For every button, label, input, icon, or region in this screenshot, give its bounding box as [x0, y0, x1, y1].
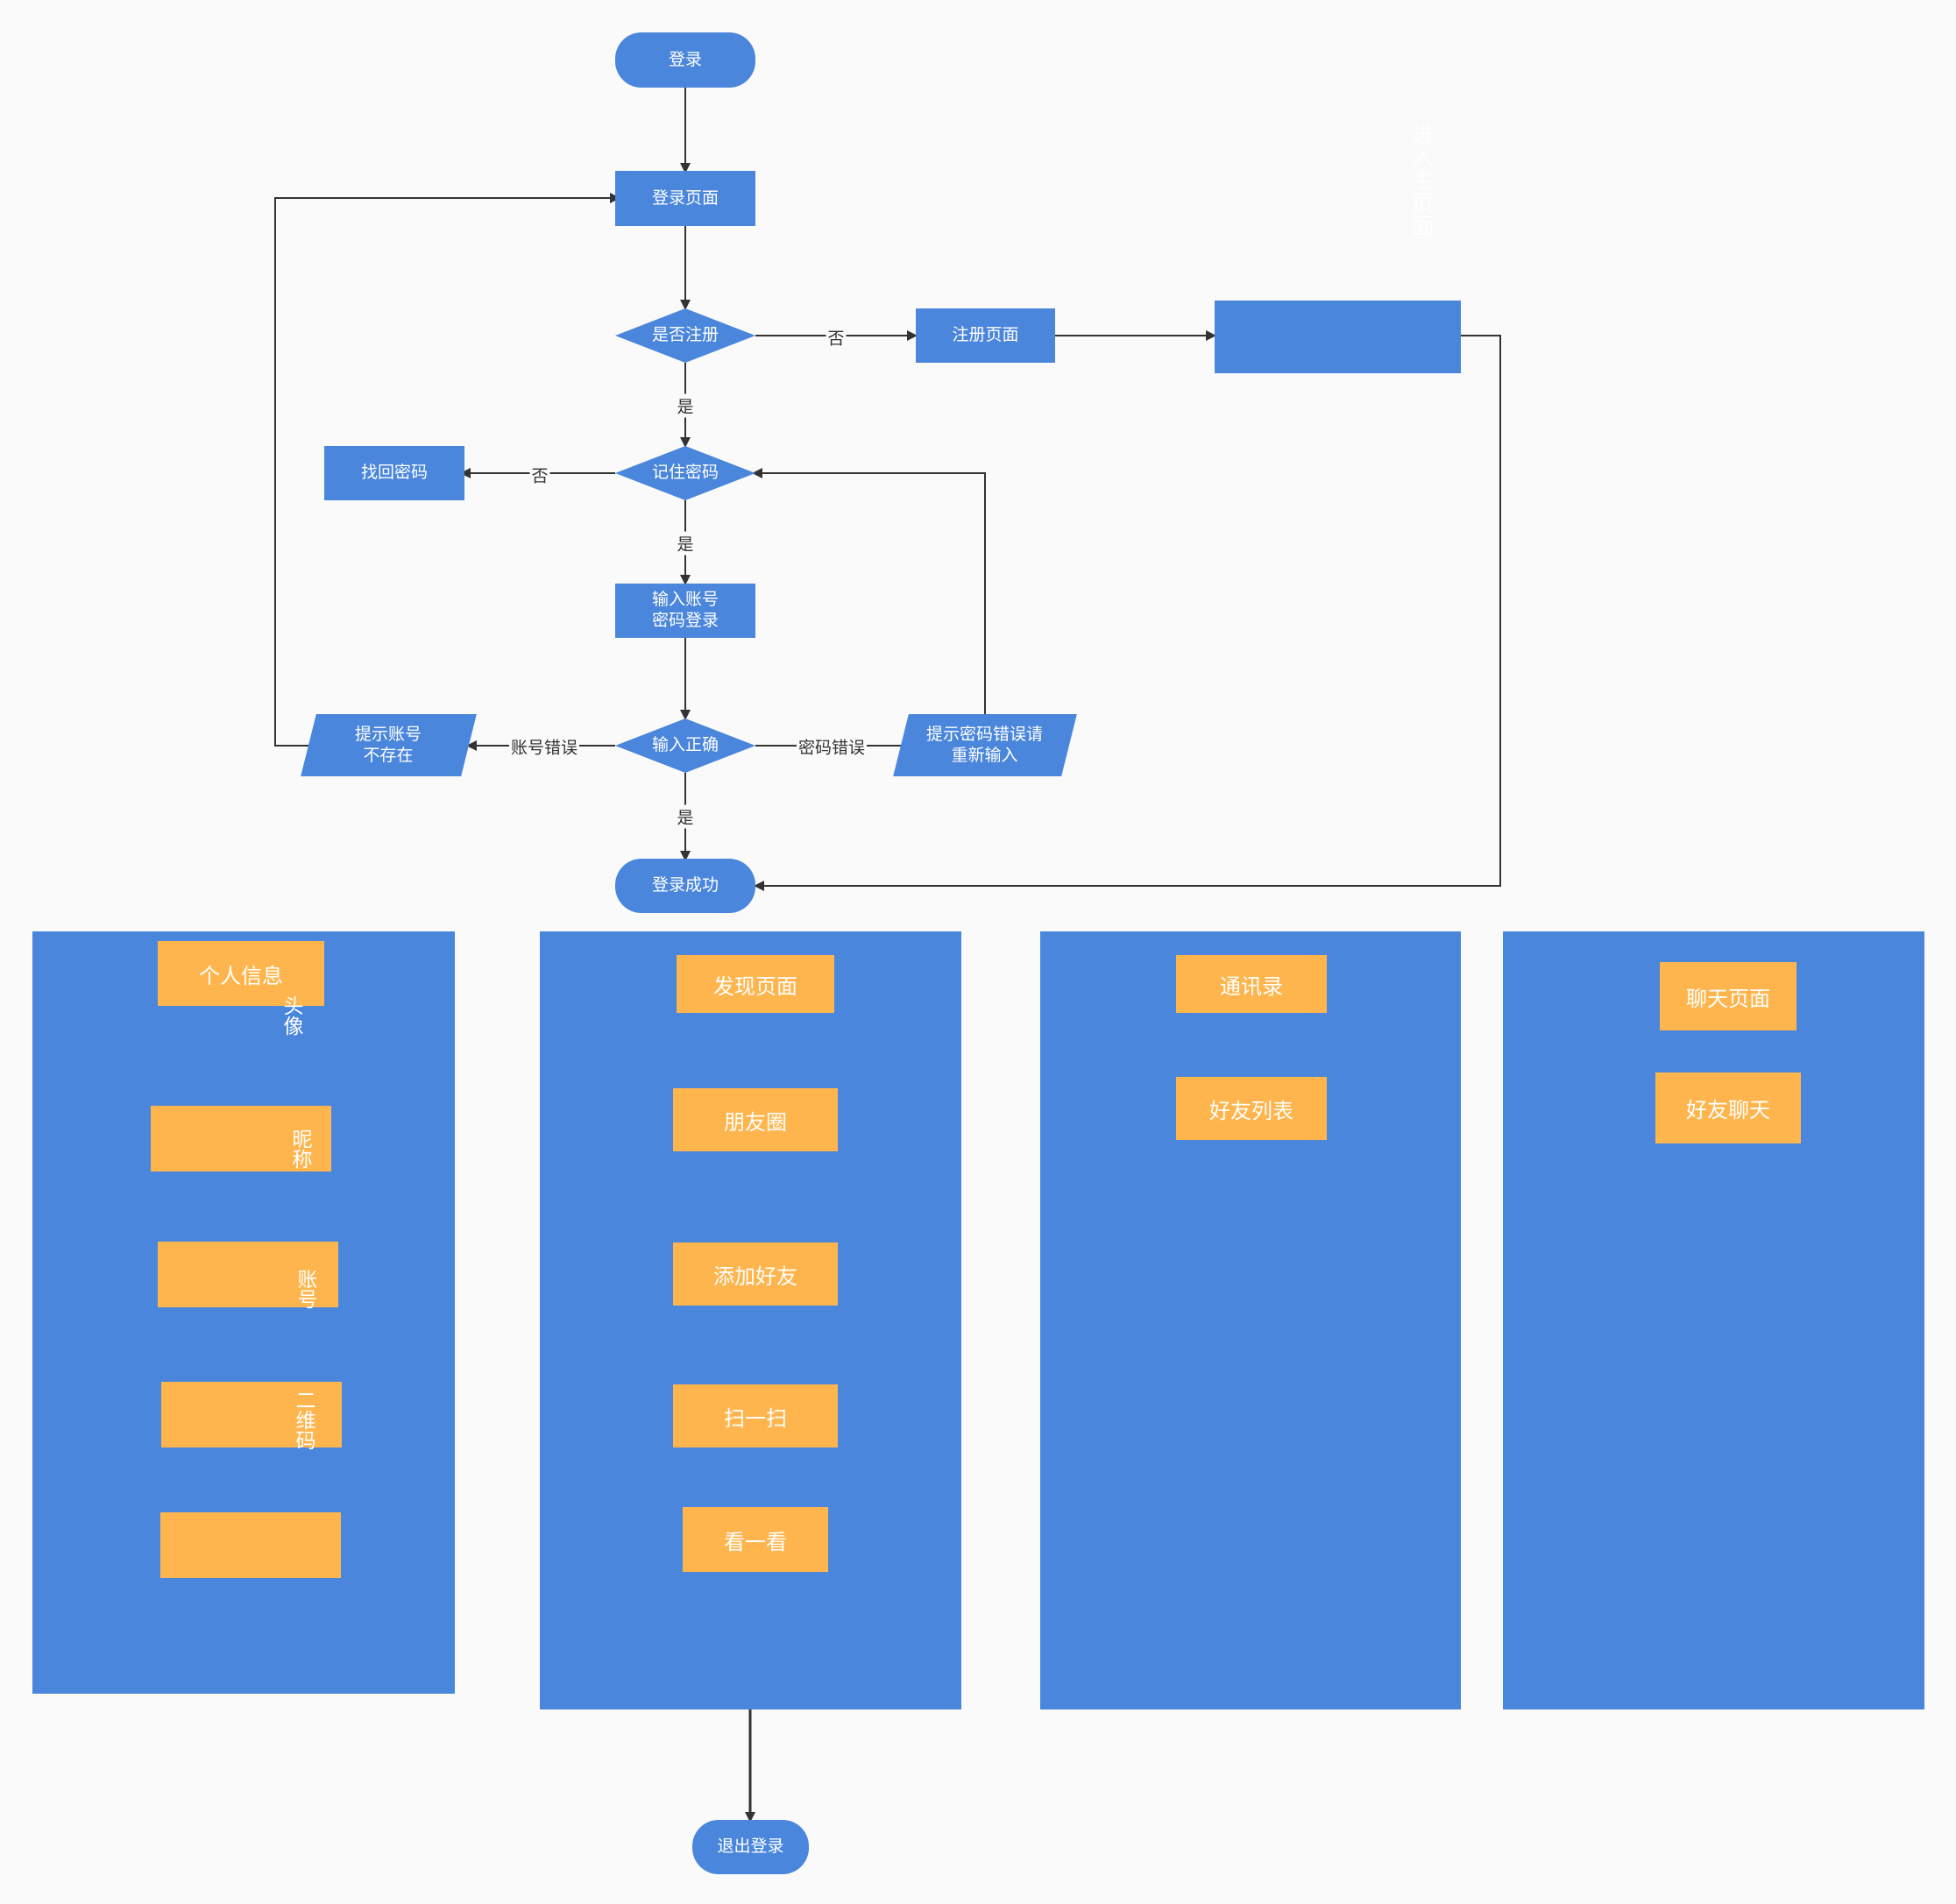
discover-panel — [540, 931, 961, 1709]
profile-label-avatar: 头像 — [280, 995, 302, 1036]
chat-card-chat-page[interactable]: 聊天页面 — [1660, 962, 1797, 1030]
register-blank-node[interactable] — [1215, 301, 1461, 373]
edge-label-account-error: 账号错误 — [508, 734, 580, 759]
profile-card-nickname[interactable] — [151, 1106, 331, 1171]
discover-card-discover-page[interactable]: 发现页面 — [677, 955, 834, 1013]
chat-card-friend-chat[interactable]: 好友聊天 — [1655, 1072, 1801, 1143]
remember-pwd-label[interactable]: 记住密码 — [651, 463, 719, 483]
profile-label-nickname: 昵称 — [288, 1129, 311, 1169]
edge-label-remember-yes: 是 — [675, 531, 696, 556]
find-pwd-node[interactable]: 找回密码 — [324, 446, 464, 500]
side-vertical-text: 进入主页面 — [1407, 123, 1434, 237]
edge-pwd-retry-to-remember — [752, 468, 986, 714]
login-success-node[interactable]: 登录成功 — [615, 859, 755, 913]
profile-panel — [32, 931, 455, 1694]
input-correct-label[interactable]: 输入正确 — [651, 735, 719, 755]
account-not-exist-node[interactable]: 提示账号 不存在 — [301, 714, 477, 776]
edge-label-register-yes: 是 — [675, 393, 696, 418]
edge-account-missing-to-login-page — [274, 193, 620, 747]
input-correct-diamond — [615, 718, 755, 773]
pwd-error-retry-node[interactable]: 提示密码错误请 重新输入 — [893, 714, 1077, 776]
register-check-label[interactable]: 是否注册 — [651, 325, 719, 345]
profile-card-account[interactable] — [158, 1242, 338, 1307]
profile-card-qrcode[interactable] — [161, 1382, 342, 1447]
profile-card-personal-info[interactable]: 个人信息 — [158, 941, 324, 1006]
register-page-node[interactable]: 注册页面 — [916, 308, 1055, 363]
edge-label-remember-no: 否 — [529, 463, 550, 487]
contacts-panel — [1040, 931, 1461, 1709]
discover-card-add-friend[interactable]: 添加好友 — [673, 1242, 838, 1306]
profile-label-qrcode: 二维码 — [292, 1390, 315, 1450]
start-node[interactable]: 登录 — [615, 32, 755, 88]
edge-blank-to-login-success — [754, 335, 1501, 891]
chat-panel — [1503, 931, 1924, 1709]
profile-card-blank[interactable] — [160, 1512, 341, 1578]
account-not-exist-text: 提示账号 不存在 — [355, 724, 422, 765]
logout-node[interactable]: 退出登录 — [692, 1820, 809, 1874]
contacts-card-address-book[interactable]: 通讯录 — [1176, 955, 1327, 1013]
login-page-node[interactable]: 登录页面 — [615, 171, 755, 226]
discover-card-scan[interactable]: 扫一扫 — [673, 1384, 838, 1447]
edge-label-register-no: 否 — [826, 325, 847, 350]
register-check-diamond — [615, 308, 755, 363]
edge-label-success-yes: 是 — [675, 804, 696, 829]
contacts-card-friend-list[interactable]: 好友列表 — [1176, 1077, 1327, 1140]
input-account-node[interactable]: 输入账号 密码登录 — [615, 584, 755, 638]
pwd-error-retry-text: 提示密码错误请 重新输入 — [926, 724, 1044, 765]
discover-card-look[interactable]: 看一看 — [683, 1507, 828, 1572]
remember-pwd-diamond — [615, 446, 755, 500]
edge-label-pwd-error: 密码错误 — [796, 734, 868, 759]
profile-label-account: 账号 — [294, 1269, 316, 1309]
discover-card-moments[interactable]: 朋友圈 — [673, 1088, 838, 1151]
